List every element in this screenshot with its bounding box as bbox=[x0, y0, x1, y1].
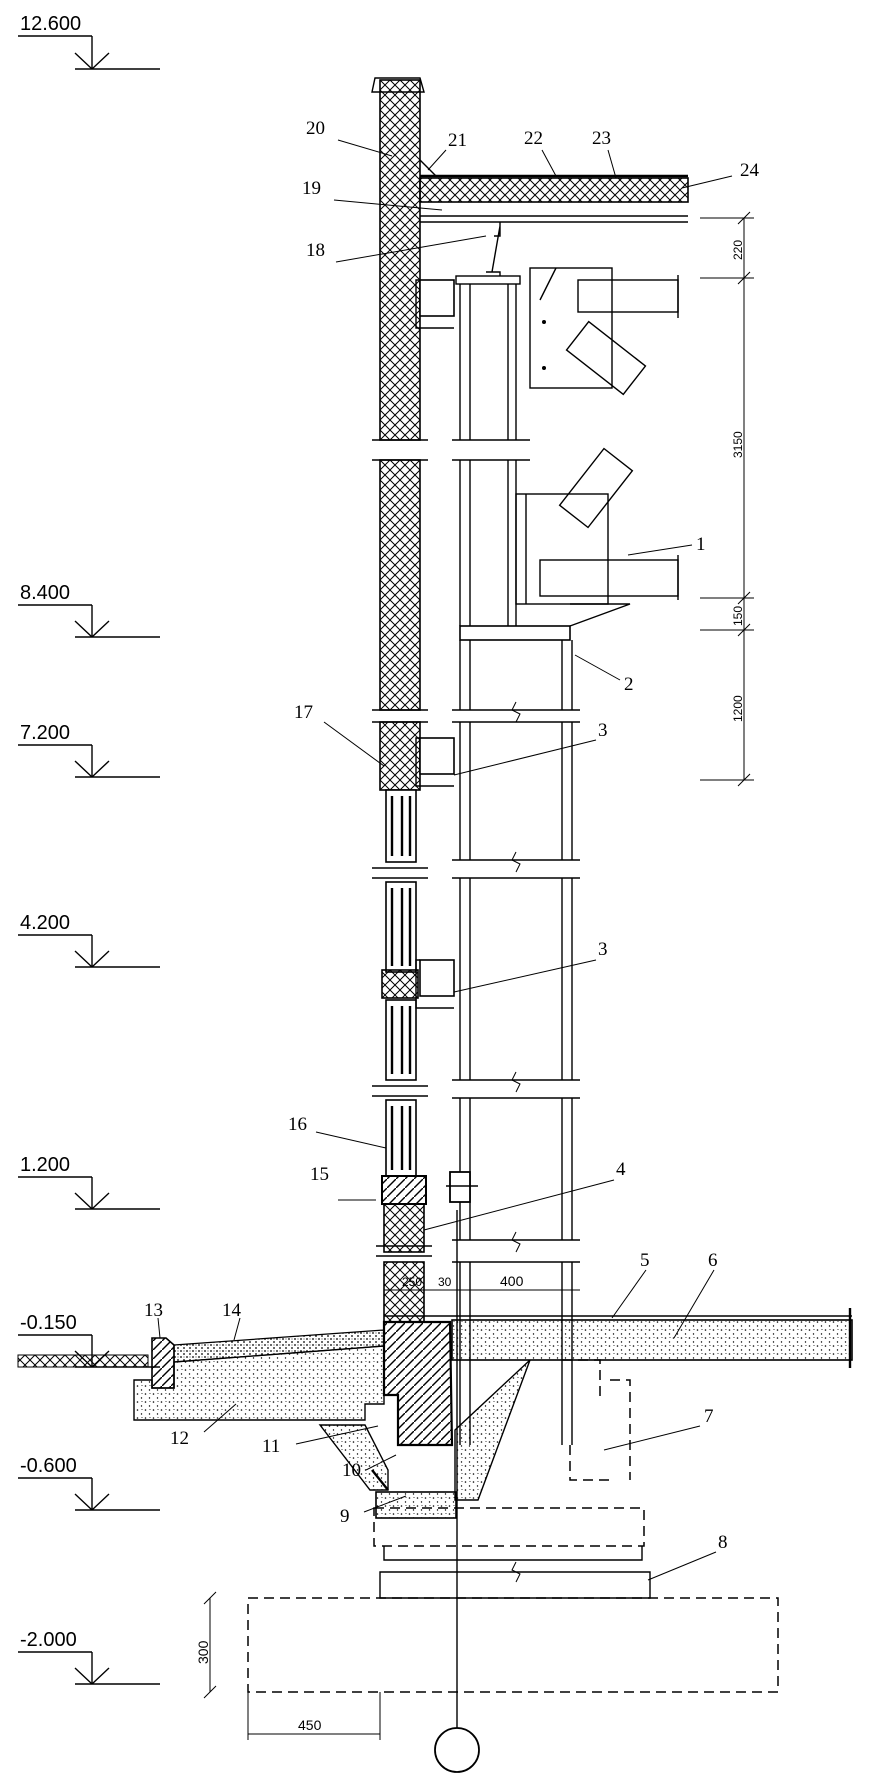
elevation-marker-1200: 1.200 bbox=[18, 1154, 160, 1210]
elevation-label: 12.600 bbox=[20, 13, 81, 35]
elevation-marker-4200: 4.200 bbox=[18, 912, 160, 968]
foundation bbox=[247, 1210, 779, 1773]
callout-3b: 3 bbox=[598, 939, 608, 960]
dim-col-span: 400 bbox=[500, 1273, 524, 1289]
elevation-marker-8400: 8.400 bbox=[18, 582, 160, 638]
apron bbox=[17, 1329, 385, 1421]
callout-8: 8 bbox=[718, 1532, 728, 1553]
dim-wall-a: 250 bbox=[402, 1275, 422, 1289]
dim-bracket: 150 bbox=[731, 606, 745, 626]
callout-7: 7 bbox=[704, 1406, 714, 1427]
callout-4: 4 bbox=[616, 1159, 626, 1180]
roof-assembly bbox=[419, 159, 689, 278]
callout-6: 6 bbox=[708, 1250, 718, 1271]
callout-14: 14 bbox=[222, 1300, 242, 1321]
dim-upper: 3150 bbox=[731, 431, 745, 458]
elevation-label: 8.400 bbox=[20, 582, 70, 604]
elevation-marker-12600: 12.600 bbox=[18, 13, 160, 70]
callout-9: 9 bbox=[340, 1506, 350, 1527]
elevation-marker-minus2000: -2.000 bbox=[18, 1629, 160, 1685]
callout-12: 12 bbox=[170, 1428, 189, 1449]
callout-1: 1 bbox=[696, 534, 706, 555]
callout-11: 11 bbox=[262, 1436, 280, 1457]
crane-beam-assembly bbox=[529, 267, 679, 600]
callout-20: 20 bbox=[306, 118, 325, 139]
dimension-lines: 220 3150 150 1200 250 30 400 300 450 bbox=[195, 211, 754, 1740]
callout-2: 2 bbox=[624, 674, 634, 695]
callout-16: 16 bbox=[288, 1114, 307, 1135]
callout-22: 22 bbox=[524, 128, 543, 149]
callout-23: 23 bbox=[592, 128, 611, 149]
elevation-label: 1.200 bbox=[20, 1154, 70, 1176]
callout-17: 17 bbox=[294, 702, 313, 723]
exterior-wall-panel bbox=[371, 77, 428, 791]
wall-girt bbox=[415, 279, 478, 1203]
elevation-label: -0.600 bbox=[20, 1455, 77, 1477]
floor-slab bbox=[384, 1308, 853, 1368]
callout-10: 10 bbox=[342, 1460, 361, 1481]
elevation-marker-minus0600: -0.600 bbox=[18, 1455, 160, 1511]
elevation-label: -0.150 bbox=[20, 1312, 77, 1334]
elevation-label: -2.000 bbox=[20, 1629, 77, 1651]
steel-column bbox=[452, 275, 631, 1445]
dim-footing-h: 300 bbox=[195, 1640, 211, 1664]
callout-18: 18 bbox=[306, 240, 325, 261]
lower-wall bbox=[376, 1203, 454, 1447]
dim-wall-b: 30 bbox=[438, 1275, 452, 1289]
dim-crane: 1200 bbox=[731, 695, 745, 722]
callout-15: 15 bbox=[310, 1164, 329, 1185]
dim-roof-top: 220 bbox=[731, 240, 745, 260]
callout-13: 13 bbox=[144, 1300, 163, 1321]
callout-21: 21 bbox=[448, 130, 467, 151]
callout-5: 5 bbox=[640, 1250, 650, 1271]
callout-3a: 3 bbox=[598, 720, 608, 741]
callout-19: 19 bbox=[302, 178, 321, 199]
callout-24: 24 bbox=[740, 160, 760, 181]
dim-footing-w: 450 bbox=[298, 1717, 322, 1733]
elevation-marker-7200: 7.200 bbox=[18, 722, 160, 778]
window-glazing bbox=[372, 789, 428, 1205]
callouts: 1 2 3 3 4 5 6 7 8 9 10 11 12 13 14 15 16 bbox=[144, 118, 760, 1581]
elevation-label: 7.200 bbox=[20, 722, 70, 744]
elevation-label: 4.200 bbox=[20, 912, 70, 934]
